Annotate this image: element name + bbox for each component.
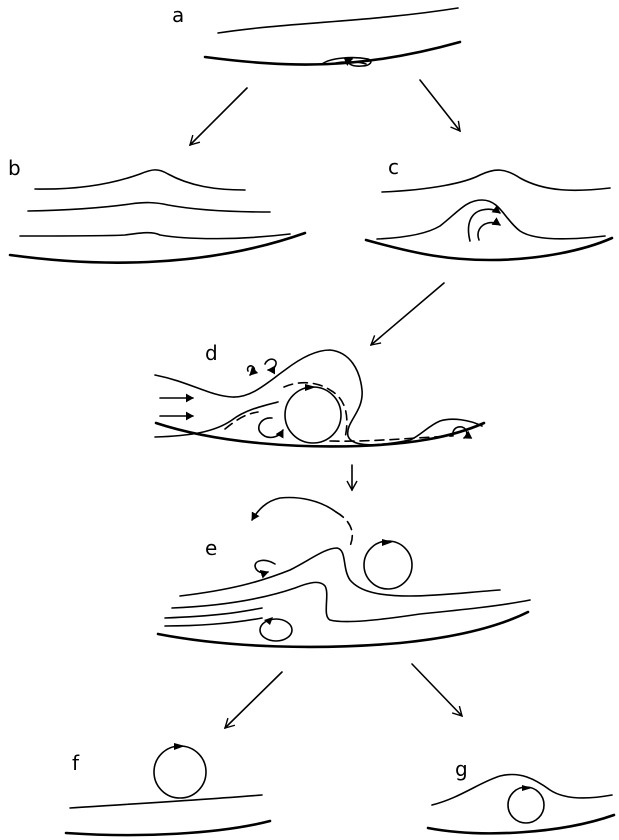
- panel-d-main-vortex: [285, 387, 341, 443]
- panel-e-main-vortex-arrow: [382, 539, 393, 546]
- panel-e-main-vortex: [364, 541, 412, 589]
- panel-d: d: [155, 341, 484, 446]
- arrow-e-to-f: [225, 672, 282, 728]
- arrow-a-to-b: [190, 88, 247, 145]
- panel-c-streamline: [382, 170, 610, 192]
- panel-g-vortex: [508, 787, 544, 823]
- panel-e-upper-arc: [252, 498, 336, 520]
- arrow-e-to-g: [412, 664, 462, 716]
- panel-d-swirl-1: [248, 366, 255, 375]
- panel-d-label: d: [205, 341, 218, 365]
- panel-f-vortex-arrow: [174, 743, 185, 750]
- panel-c-wall: [366, 238, 612, 260]
- panel-g-label: g: [455, 757, 468, 781]
- panel-d-small-eddy: [259, 418, 283, 438]
- panel-e-upper-arc-dash: [336, 512, 352, 546]
- panel-e-streamline-3: [165, 618, 262, 626]
- panel-f-vortex: [154, 746, 206, 798]
- panel-a-wall: [205, 42, 460, 65]
- panel-c-label: c: [388, 155, 399, 179]
- panel-f: f: [66, 743, 270, 835]
- panel-e-streamline-4: [165, 608, 262, 618]
- arrow-a-to-c: [420, 80, 460, 131]
- panel-e-label: e: [205, 536, 217, 560]
- panel-e-small-vortex-arrow: [264, 617, 273, 625]
- panel-a-label: a: [172, 3, 184, 27]
- panel-g: g: [428, 757, 614, 833]
- panel-d-main-vortex-arrow: [305, 384, 316, 391]
- panel-b-streamline-1: [35, 170, 245, 190]
- panel-g-wall: [428, 815, 614, 833]
- panel-c: c: [366, 155, 612, 260]
- panel-c-roll-up: [377, 200, 605, 239]
- panel-f-streamline: [70, 795, 262, 808]
- arrow-c-to-d: [371, 283, 444, 345]
- panel-c-eddy-inner: [478, 223, 500, 240]
- panel-g-vortex-arrow: [522, 785, 532, 791]
- panel-e-wall: [158, 612, 528, 647]
- panel-e-small-vortex: [260, 619, 292, 641]
- panel-b-label: b: [8, 156, 21, 180]
- panel-d-wall: [156, 423, 484, 446]
- panel-a-streamline: [218, 8, 458, 33]
- panel-f-label: f: [72, 751, 80, 775]
- panel-e: e: [158, 498, 530, 647]
- panel-b-streamline-3: [20, 233, 290, 239]
- panel-b: b: [8, 156, 305, 263]
- panel-a: a: [172, 3, 460, 66]
- panel-b-streamline-2: [28, 203, 270, 212]
- panel-e-streamline-1: [180, 548, 500, 596]
- panel-e-left-curl: [255, 560, 275, 572]
- panel-f-wall: [66, 821, 270, 835]
- panel-d-swirl-2: [265, 359, 276, 370]
